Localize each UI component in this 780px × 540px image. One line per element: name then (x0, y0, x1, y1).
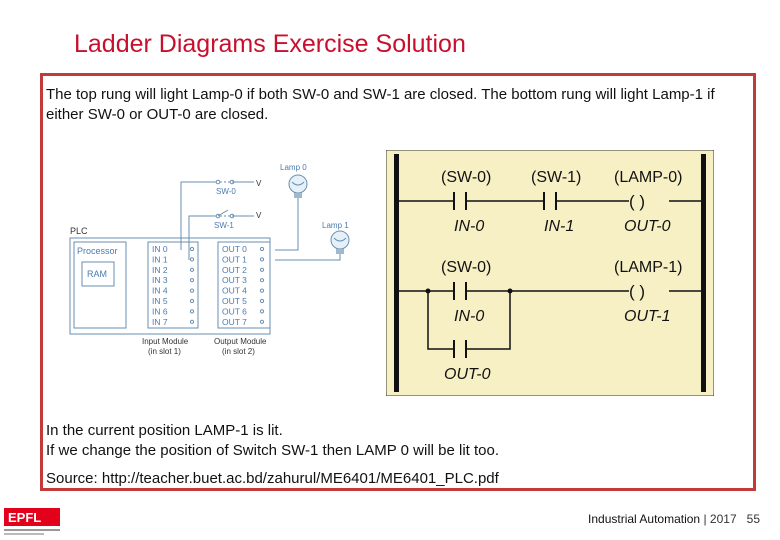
rung2-coil-name: (LAMP-1) (614, 259, 682, 276)
input-label-1: IN 1 (152, 254, 168, 264)
note-line-2: If we change the position of Switch SW-1… (46, 442, 500, 459)
ram-label: RAM (87, 269, 107, 279)
footer-year: 2017 (709, 512, 737, 526)
ladder-diagram: ( ) (SW-0) (SW-1) (LAMP-0) IN-0 IN-1 OUT… (386, 150, 714, 396)
rung1-contact2-name: (SW-1) (531, 169, 581, 186)
output-label-0: OUT 0 (222, 244, 247, 254)
output-label-terminal-7 (259, 319, 265, 324)
output-label-5: OUT 5 (222, 296, 247, 306)
input-label-3: IN 3 (152, 275, 168, 285)
switch-sw0-label: SW-0 (216, 187, 236, 196)
input-label-terminal-4 (189, 288, 195, 293)
rung2-coil-addr: OUT-1 (624, 308, 671, 325)
input-module-label: Input Module (142, 337, 189, 346)
input-label-terminal-0 (189, 246, 195, 252)
note-line-1: In the current position LAMP-1 is lit. (46, 422, 283, 439)
input-label-terminal-2 (189, 267, 195, 272)
input-label-2: IN 2 (152, 265, 168, 275)
footer-separator: | (703, 512, 707, 526)
intro-text: The top rung will light Lamp-0 if both S… (46, 86, 715, 123)
page-number: 55 (746, 512, 760, 526)
output-label-1: OUT 1 (222, 254, 247, 264)
rung2-coil: ( ) (629, 282, 645, 301)
rung1-coil-name: (LAMP-0) (614, 169, 682, 186)
footer-brand: Industrial Automation (588, 512, 701, 526)
output-label-6: OUT 6 (222, 306, 247, 316)
rung2-contact1-name: (SW-0) (441, 259, 491, 276)
output-label-terminal-6 (259, 309, 265, 314)
rung1-coil-addr: OUT-0 (624, 218, 671, 235)
lamp-0-label: Lamp 0 (280, 163, 307, 172)
rung2-contact1-addr: IN-0 (454, 308, 484, 325)
output-label-terminal-3 (259, 278, 265, 283)
input-label-6: IN 6 (152, 306, 168, 316)
output-slot-label: (in slot 2) (222, 347, 255, 356)
ladder-background (386, 150, 714, 396)
plc-label: PLC (70, 226, 88, 236)
input-label-terminal-6 (189, 309, 195, 314)
left-rail (394, 154, 399, 392)
output-label-terminal-4 (259, 288, 265, 293)
lamp-0-icon (288, 174, 308, 198)
rung1-contact1-addr: IN-0 (454, 218, 484, 235)
input-label-7: IN 7 (152, 317, 168, 327)
rung1-contact1-name: (SW-0) (441, 169, 491, 186)
rung2-contact2-addr: OUT-0 (444, 366, 491, 383)
plc-wiring-diagram: Lamp 0 Lamp 1 SW-0 V SW-1 V PLC Processo… (69, 163, 350, 356)
processor-label: Processor (77, 246, 118, 256)
input-slot-label: (in slot 1) (148, 347, 181, 356)
output-label-4: OUT 4 (222, 286, 247, 296)
output-label-terminal-5 (259, 298, 265, 304)
output-label-terminal-2 (259, 267, 265, 272)
content-frame (40, 73, 756, 491)
footer: Industrial Automation | 2017 55 (588, 512, 760, 526)
rung1-contact2-addr: IN-1 (544, 218, 574, 235)
input-label-0: IN 0 (152, 244, 168, 254)
voltage-label-1: V (256, 211, 262, 220)
epfl-logo-icon: EPFL (4, 508, 60, 535)
input-label-terminal-7 (189, 319, 195, 324)
output-label-7: OUT 7 (222, 317, 247, 327)
voltage-label-0: V (256, 179, 262, 188)
output-label-3: OUT 3 (222, 275, 247, 285)
input-label-terminal-3 (189, 278, 195, 283)
output-module-label: Output Module (214, 337, 267, 346)
right-rail (701, 154, 706, 392)
output-label-terminal-0 (259, 246, 265, 252)
rung1-coil: ( ) (629, 192, 645, 211)
svg-text:EPFL: EPFL (8, 510, 41, 525)
output-label-2: OUT 2 (222, 265, 247, 275)
lamp-1-label: Lamp 1 (322, 221, 349, 230)
input-label-5: IN 5 (152, 296, 168, 306)
page-title: Ladder Diagrams Exercise Solution (74, 30, 466, 58)
switch-sw1-label: SW-1 (214, 221, 234, 230)
explanation-note: In the current position LAMP-1 is lit. I… (46, 421, 726, 461)
input-label-terminal-1 (189, 257, 195, 262)
lamp-1-icon (330, 230, 350, 254)
output-label-terminal-1 (259, 257, 265, 262)
input-label-4: IN 4 (152, 286, 168, 296)
source-citation: Source: http://teacher.buet.ac.bd/zahuru… (46, 470, 499, 487)
input-label-terminal-5 (189, 298, 195, 304)
